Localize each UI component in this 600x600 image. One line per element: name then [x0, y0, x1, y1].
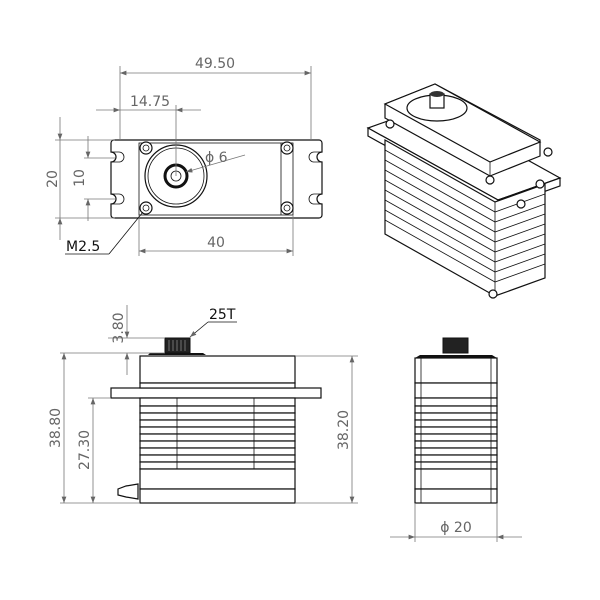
total-height-label: 38.80	[48, 408, 64, 448]
screw-size-label: M2.5	[66, 239, 100, 255]
spline-height-label: 3.80	[111, 312, 127, 343]
side-view: 38.80 27.30 38.20 3.80 25T	[48, 305, 358, 504]
spline-label: 25T	[209, 307, 236, 323]
shaft-diameter-label: ϕ 6	[205, 150, 228, 166]
top-view: ϕ 6 49.50 14.75 20 10 40 M2.5	[45, 56, 323, 256]
overall-length-label: 49.50	[195, 56, 235, 72]
body-height-label: 38.20	[336, 410, 352, 450]
isometric-view	[366, 83, 562, 299]
hole-spacing-label: 40	[207, 235, 225, 251]
slot-spacing-label: 10	[72, 169, 88, 187]
mount-holes	[139, 141, 294, 215]
shaft-offset-label: 14.75	[130, 94, 170, 110]
mount-height-label: 20	[45, 170, 61, 188]
width-label: ϕ 20	[440, 520, 472, 536]
flange-height-label: 27.30	[77, 430, 93, 470]
front-view: ϕ 20	[390, 337, 522, 542]
